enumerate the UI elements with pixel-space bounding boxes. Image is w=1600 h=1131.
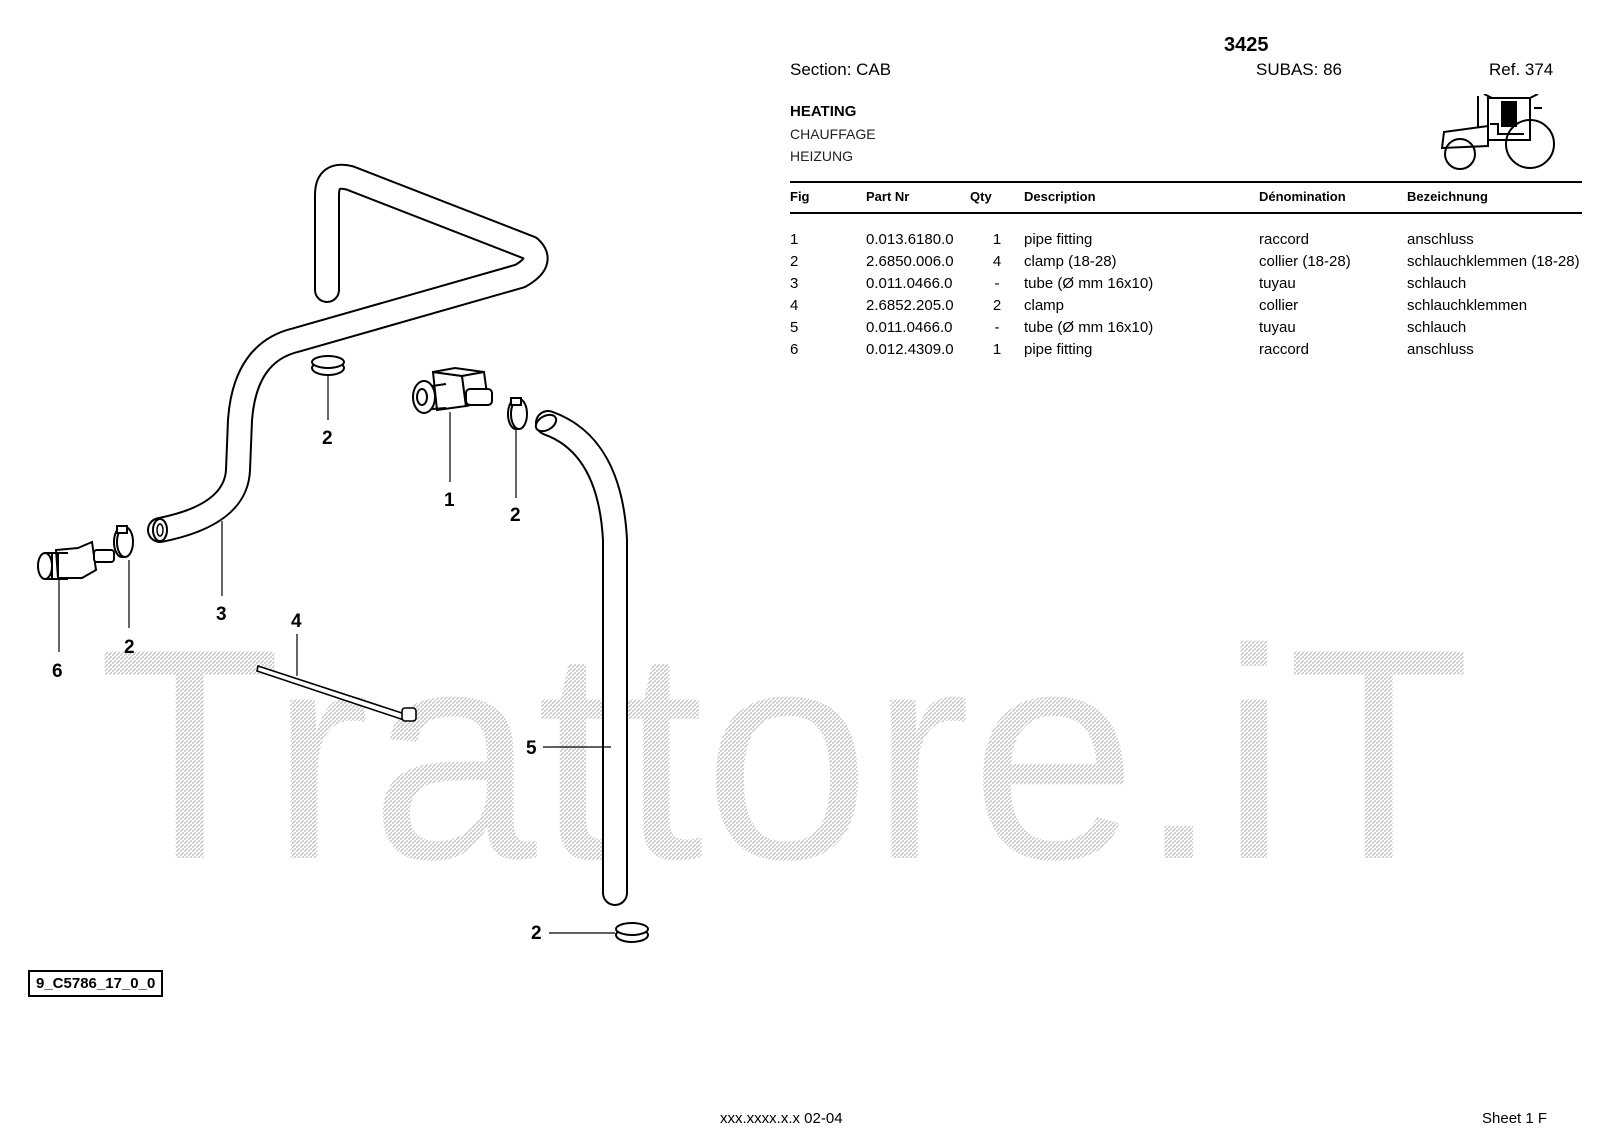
table-row: 5 0.011.0466.0 - tube (Ø mm 16x10) tuyau… bbox=[790, 316, 1582, 338]
cell-qty: 1 bbox=[992, 230, 1002, 248]
pipe-fitting-part-1 bbox=[412, 366, 493, 414]
cell-qty: 4 bbox=[992, 252, 1002, 270]
col-denomination: Dénomination bbox=[1259, 181, 1407, 214]
pipe-fitting-part-6 bbox=[37, 540, 115, 580]
cell-description: pipe fitting bbox=[1024, 340, 1093, 358]
callout-2-b: 2 bbox=[510, 505, 521, 526]
table-row: 2 2.6850.006.0 4 clamp (18-28) collier (… bbox=[790, 250, 1582, 272]
cell-bezeichnung: schlauch bbox=[1407, 274, 1467, 292]
callout-2-d: 2 bbox=[531, 923, 542, 944]
parts-table-header: Fig Part Nr Qty Description Dénomination… bbox=[790, 181, 1582, 214]
table-row: 6 0.012.4309.0 1 pipe fitting raccord an… bbox=[790, 338, 1582, 360]
cell-part-nr: 0.013.6180.0 bbox=[866, 230, 954, 248]
cell-denomination: collier (18-28) bbox=[1259, 252, 1351, 270]
cell-qty: 1 bbox=[992, 340, 1002, 358]
callout-6: 6 bbox=[52, 661, 63, 682]
col-fig: Fig bbox=[790, 181, 866, 214]
model-number: 3425 bbox=[1224, 34, 1269, 56]
tractor-cab-icon bbox=[1440, 94, 1555, 170]
cell-fig: 1 bbox=[790, 230, 799, 248]
callout-5: 5 bbox=[526, 738, 537, 759]
watermark: Trattore.iT bbox=[98, 586, 1470, 922]
col-part-nr: Part Nr bbox=[866, 181, 970, 214]
table-row: 3 0.011.0466.0 - tube (Ø mm 16x10) tuyau… bbox=[790, 272, 1582, 294]
cell-denomination: collier bbox=[1259, 296, 1299, 314]
clamp-part-2-a bbox=[311, 355, 345, 376]
callout-4: 4 bbox=[291, 611, 302, 632]
callout-1: 1 bbox=[444, 490, 455, 511]
cell-fig: 6 bbox=[790, 340, 799, 358]
parts-table: Fig Part Nr Qty Description Dénomination… bbox=[790, 181, 1582, 360]
cell-bezeichnung: anschluss bbox=[1407, 340, 1474, 358]
cell-fig: 5 bbox=[790, 318, 799, 336]
clamp-part-2-b bbox=[507, 397, 528, 430]
section-label: Section: CAB bbox=[790, 60, 892, 79]
title-heating: HEATING bbox=[790, 103, 857, 120]
cell-description: clamp bbox=[1024, 296, 1065, 314]
clamp-part-2-d bbox=[615, 922, 649, 943]
cell-description: clamp (18-28) bbox=[1024, 252, 1117, 270]
cell-bezeichnung: schlauchklemmen (18-28) bbox=[1407, 252, 1580, 270]
title-chauffage: CHAUFFAGE bbox=[790, 126, 876, 142]
col-qty: Qty bbox=[970, 181, 1024, 214]
callout-2-c: 2 bbox=[124, 637, 135, 658]
cell-qty: 2 bbox=[992, 296, 1002, 314]
cell-fig: 2 bbox=[790, 252, 799, 270]
cell-fig: 3 bbox=[790, 274, 799, 292]
cell-denomination: raccord bbox=[1259, 230, 1310, 248]
cell-denomination: tuyau bbox=[1259, 318, 1296, 336]
tube-part-3 bbox=[147, 163, 549, 543]
cell-description: pipe fitting bbox=[1024, 230, 1093, 248]
leader-lines bbox=[58, 375, 615, 934]
cell-description: tube (Ø mm 16x10) bbox=[1024, 274, 1154, 292]
tube-part-5 bbox=[534, 410, 628, 906]
diagram-code: 9_C5786_17_0_0 bbox=[28, 970, 164, 997]
cell-denomination: raccord bbox=[1259, 340, 1310, 358]
cell-part-nr: 2.6850.006.0 bbox=[866, 252, 954, 270]
cell-part-nr: 2.6852.205.0 bbox=[866, 296, 954, 314]
strap-clamp-part-4 bbox=[256, 664, 417, 722]
cell-description: tube (Ø mm 16x10) bbox=[1024, 318, 1154, 336]
table-row: 1 0.013.6180.0 1 pipe fitting raccord an… bbox=[790, 228, 1582, 250]
cell-part-nr: 0.011.0466.0 bbox=[866, 274, 953, 292]
col-bezeichnung: Bezeichnung bbox=[1407, 181, 1582, 214]
col-description: Description bbox=[1024, 181, 1259, 214]
ref-label: Ref. 374 bbox=[1489, 60, 1554, 79]
subas-label: SUBAS: 86 bbox=[1256, 60, 1342, 79]
footer-doc-number: xxx.xxxx.x.x 02-04 bbox=[720, 1110, 843, 1127]
cell-qty: - bbox=[994, 274, 1000, 292]
cell-bezeichnung: schlauchklemmen bbox=[1407, 296, 1528, 314]
table-row: 4 2.6852.205.0 2 clamp collier schlauchk… bbox=[790, 294, 1582, 316]
cell-bezeichnung: anschluss bbox=[1407, 230, 1474, 248]
cell-part-nr: 0.011.0466.0 bbox=[866, 318, 953, 336]
cell-part-nr: 0.012.4309.0 bbox=[866, 340, 954, 358]
footer-sheet: Sheet 1 F bbox=[1482, 1110, 1548, 1127]
callout-3: 3 bbox=[216, 604, 227, 625]
cell-qty: - bbox=[994, 318, 1000, 336]
cell-bezeichnung: schlauch bbox=[1407, 318, 1467, 336]
callout-2-a: 2 bbox=[322, 428, 333, 449]
cell-fig: 4 bbox=[790, 296, 799, 314]
title-heizung: HEIZUNG bbox=[790, 148, 853, 164]
cell-denomination: tuyau bbox=[1259, 274, 1296, 292]
clamp-part-2-c bbox=[113, 525, 134, 558]
